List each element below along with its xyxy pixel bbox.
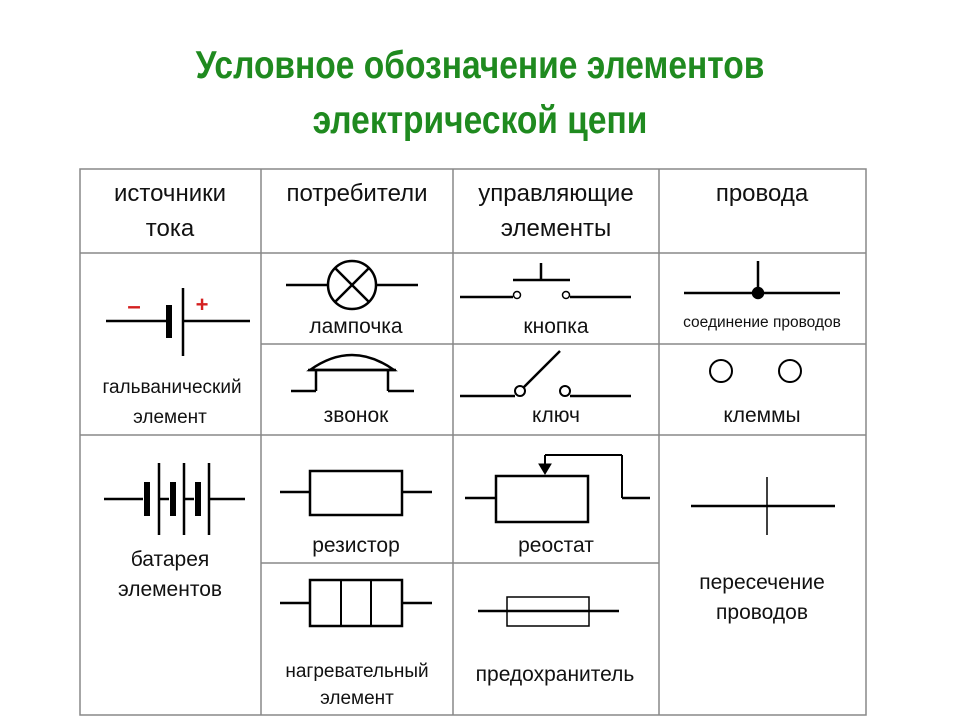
minus-sign: – [127, 293, 140, 320]
plus-sign: + [196, 292, 209, 317]
label-switch: ключ [532, 404, 580, 427]
lamp-symbol [286, 259, 418, 311]
label-heater-line-1: нагревательный [285, 661, 428, 682]
battery-symbol [104, 463, 245, 535]
label-wire-junction: соединение проводов [683, 314, 841, 331]
rheostat-symbol [465, 454, 650, 524]
bell-symbol [291, 353, 414, 393]
fuse-symbol [478, 596, 619, 627]
terminals-symbol [709, 359, 802, 383]
label-lamp: лампочка [309, 315, 403, 338]
label-crossing-line-2: проводов [716, 601, 808, 624]
label-heater-line-2: элемент [320, 688, 394, 709]
label-button: кнопка [523, 315, 588, 338]
resistor-symbol [280, 469, 432, 517]
switch-symbol [460, 350, 631, 398]
header-controls-line-1: управляющие [478, 180, 633, 207]
table-border [79, 168, 867, 716]
header-sources-line-2: тока [146, 215, 195, 242]
label-fuse: предохранитель [476, 663, 635, 686]
galvanic-cell-symbol [106, 288, 250, 356]
label-crossing-line-1: пересечение [699, 571, 825, 594]
header-sources-line-1: источники [114, 180, 226, 207]
label-rheostat: реостат [518, 534, 594, 557]
label-galvanic-line-1: гальванический [102, 377, 241, 398]
page-title-line-2: электрической цепи [312, 99, 648, 142]
header-controls-line-2: элементы [501, 215, 611, 242]
label-resistor: резистор [312, 534, 400, 557]
label-terminals: клеммы [723, 404, 800, 427]
wire-crossing-symbol [691, 477, 835, 535]
table-grid [79, 168, 867, 716]
header-consumers: потребители [286, 180, 427, 207]
heating-element-symbol [280, 578, 432, 628]
header-wires: провода [716, 180, 809, 207]
label-battery-line-1: батарея [131, 548, 210, 571]
label-galvanic-line-2: элемент [133, 407, 207, 428]
label-battery-line-2: элементов [118, 578, 222, 601]
page-title-line-1: Условное обозначение элементов [195, 44, 765, 87]
label-bell: звонок [324, 404, 390, 427]
wire-junction-symbol [684, 261, 840, 300]
push-button-symbol [460, 263, 631, 300]
